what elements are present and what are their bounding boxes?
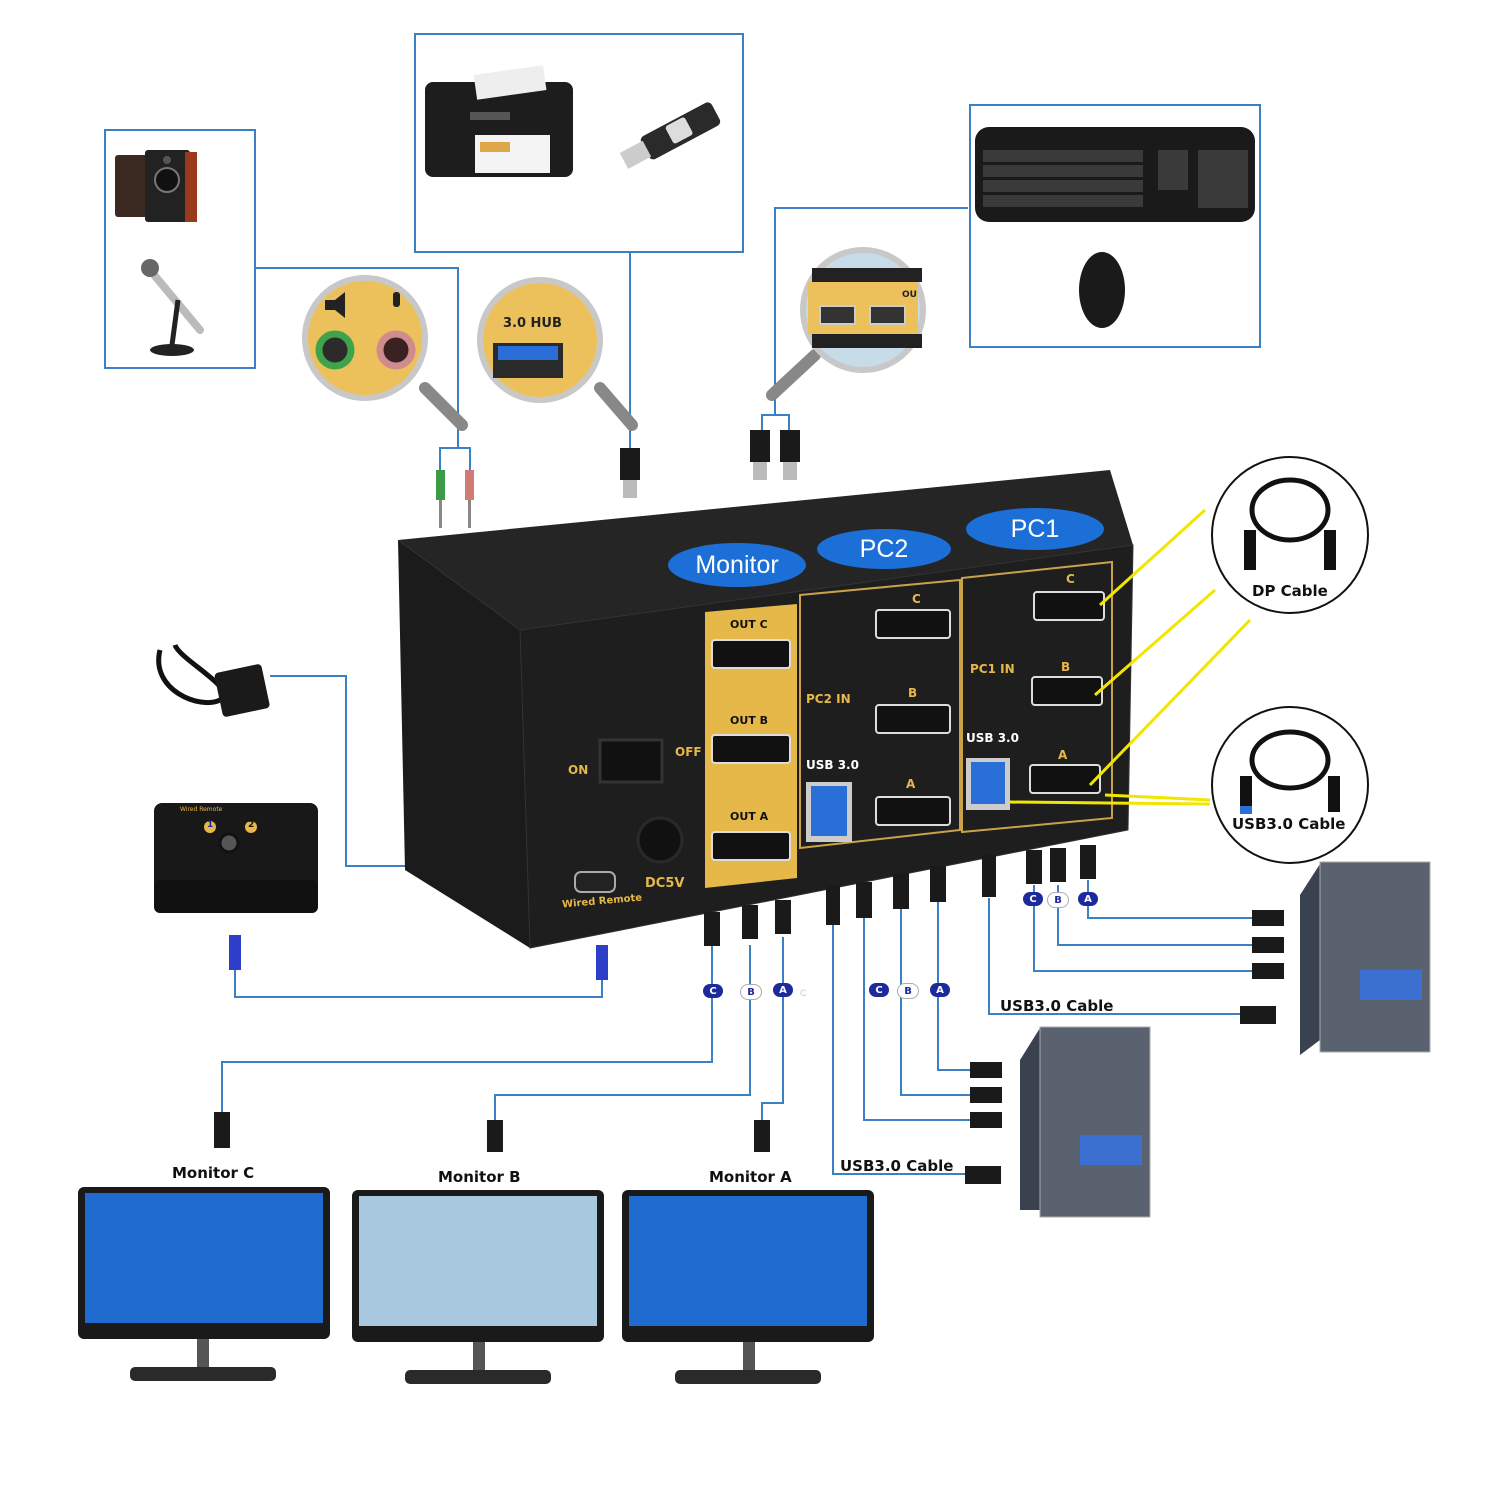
usb-cable-callout (1211, 706, 1369, 864)
remote-btn2-label: 2 (248, 820, 255, 830)
pc2-a-badge: A (930, 983, 950, 997)
pc2-usb-label: USB 3.0 (806, 758, 859, 772)
usb-b-ports (806, 758, 1010, 842)
pc2-b-line (900, 906, 970, 1096)
monitor-pill-label: Monitor (668, 543, 806, 587)
audio-port-magnifier (302, 275, 468, 431)
usb-hub-magnifier (477, 277, 638, 431)
mic-in-jack (376, 330, 416, 370)
pc2-in-label: PC2 IN (806, 692, 851, 706)
dp-cable-icon (1249, 477, 1331, 543)
usb-stick-icon (619, 102, 721, 169)
cable-rays (1009, 508, 1252, 806)
pc2-port-b-label: B (908, 686, 918, 700)
usb-a-plug-icon (620, 430, 800, 498)
kbm-line-2 (775, 414, 790, 430)
pc1-port-a-label: A (1058, 748, 1068, 762)
dp-cable-label: DP Cable (1252, 582, 1328, 600)
remote-label: Wired Remote (180, 806, 223, 813)
mouse-icon (1079, 252, 1125, 328)
monitor-b-badge: B (740, 984, 762, 1000)
pc1-port-c-label: C (1066, 572, 1075, 586)
monitor-a-line (761, 937, 784, 1120)
speaker-icon (115, 150, 197, 222)
audio-plugs-icon (436, 470, 474, 528)
pc2-pill-label: PC2 (817, 529, 951, 569)
pc1-usb-cable-label: USB3.0 Cable (1000, 997, 1114, 1015)
pc1-tower (1300, 861, 1431, 1055)
remote-line (234, 970, 603, 998)
monitor-b (352, 1190, 604, 1384)
monitor-a-label: Monitor A (709, 1168, 792, 1186)
monitor-c-line (221, 945, 713, 1112)
dp-cable-callout (1211, 456, 1369, 614)
out-b-label: OUT B (730, 714, 769, 727)
wired-remote-port (574, 871, 616, 893)
monitor-b-line (494, 945, 751, 1120)
pc1-in-label: PC1 IN (970, 662, 1015, 676)
printer-icon (425, 65, 573, 177)
pc2-port-a-label: A (906, 777, 916, 791)
monitor-b-label: Monitor B (438, 1168, 521, 1186)
remote-plugs (229, 935, 608, 980)
pc1-port-b-label: B (1061, 660, 1071, 674)
pc2-port-c-label: C (912, 592, 921, 606)
dp-ports (711, 591, 1105, 861)
pc2-a-line (937, 900, 970, 1071)
pc2-usb-line (832, 925, 970, 1175)
pc1-a-line (1087, 880, 1252, 919)
stray-c-mark: C (800, 988, 807, 998)
pc2-c-badge: C (869, 983, 889, 997)
remote-button (218, 832, 240, 854)
usb-kbm-magnifier (766, 247, 926, 401)
dp-plugs (214, 845, 1284, 1184)
wired-remote-device (154, 803, 318, 913)
audio-line-2 (458, 447, 471, 470)
microphone-icon (141, 259, 204, 356)
audio-out-jack (315, 330, 355, 370)
pc1-usb-line (988, 898, 1240, 1015)
usb-cable-label: USB3.0 Cable (1232, 815, 1346, 833)
pc2-c-line (863, 918, 970, 1121)
pc2-tower (1020, 1026, 1151, 1218)
pc1-usb-label: USB 3.0 (966, 731, 1019, 745)
keyboard-icon (975, 127, 1255, 222)
dc-jack (636, 816, 684, 864)
remote-btn1-label: 1 (207, 820, 214, 830)
usb-cable-icon (1249, 729, 1331, 791)
out-a-label: OUT A (730, 810, 769, 823)
monitor-c-label: Monitor C (172, 1164, 255, 1182)
dc5v-label: DC5V (645, 876, 685, 891)
pc2-usb-cable-label: USB3.0 Cable (840, 1157, 954, 1175)
on-label: ON (568, 763, 589, 777)
kbm-port-label: OU (902, 290, 917, 300)
monitor-a (622, 1190, 874, 1384)
monitor-a-badge: A (773, 983, 793, 997)
off-label: OFF (675, 745, 702, 759)
monitor-c-badge: C (703, 984, 723, 998)
power-switch (598, 738, 664, 784)
pc1-pill-label: PC1 (966, 508, 1104, 550)
out-c-label: OUT C (730, 618, 768, 631)
pc2-b-badge: B (897, 983, 919, 999)
pc1-c-badge: C (1023, 892, 1043, 906)
monitor-c (78, 1187, 330, 1381)
pc1-a-badge: A (1078, 892, 1098, 906)
pc1-c-line (1033, 885, 1252, 972)
hub-label: 3.0 HUB (503, 316, 562, 331)
pc1-b-badge: B (1047, 892, 1069, 908)
power-adapter-icon (156, 643, 270, 717)
